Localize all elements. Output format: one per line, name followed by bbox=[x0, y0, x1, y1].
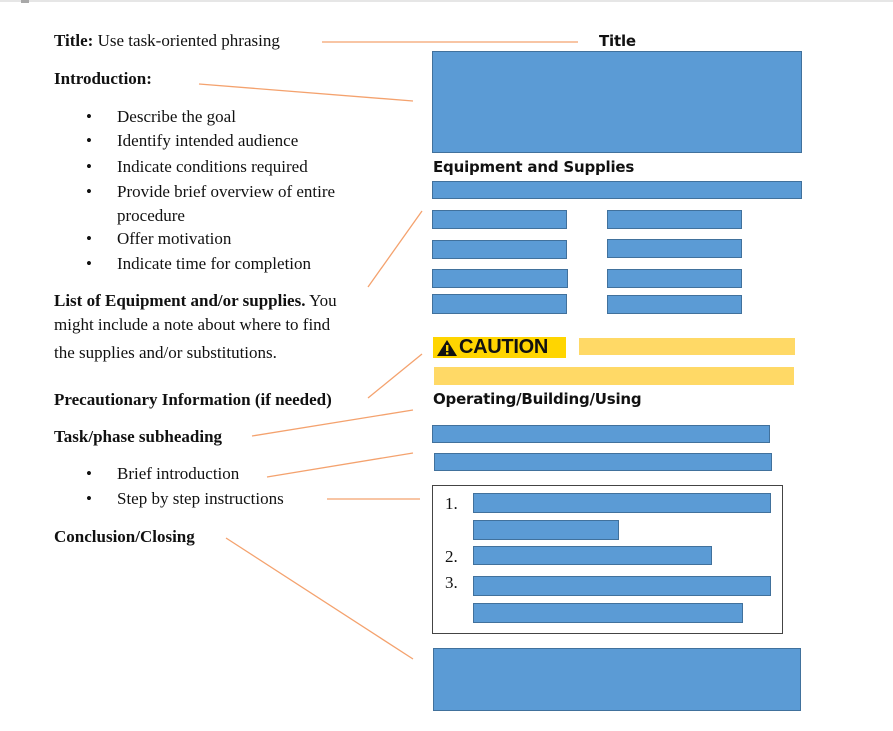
bullet-icon: • bbox=[86, 107, 92, 126]
step-number: 3. bbox=[445, 573, 458, 592]
step-number: 2. bbox=[445, 547, 458, 566]
intro-bullet-item: Offer motivation bbox=[117, 229, 232, 248]
step-number: 1. bbox=[445, 494, 458, 513]
operating-heading: Operating/Building/Using bbox=[433, 390, 642, 408]
bullet-icon: • bbox=[86, 157, 92, 176]
warning-triangle-icon bbox=[437, 339, 457, 356]
equipment-intro-placeholder bbox=[432, 181, 802, 199]
step-placeholder bbox=[473, 546, 712, 565]
caution-text: CAUTION bbox=[459, 336, 549, 358]
bullet-icon: • bbox=[86, 131, 92, 150]
equipment-item-placeholder bbox=[432, 210, 567, 229]
template-title-heading: Title bbox=[599, 32, 636, 50]
step-placeholder bbox=[473, 520, 619, 540]
connector-precaution bbox=[367, 353, 423, 399]
title-label: Title: bbox=[54, 31, 94, 50]
equipment-annotation: List of Equipment and/or supplies. You bbox=[54, 291, 337, 311]
ruler-marker bbox=[21, 0, 29, 3]
connector-task bbox=[251, 409, 414, 437]
intro-bullet-item: Provide brief overview of entire bbox=[117, 182, 336, 201]
equipment-item-placeholder bbox=[432, 240, 567, 259]
equipment-item-placeholder bbox=[432, 269, 568, 288]
caution-label-box: CAUTION bbox=[433, 336, 566, 358]
equipment-item-placeholder bbox=[607, 295, 742, 314]
steps-box bbox=[432, 485, 783, 634]
window-top-edge bbox=[0, 0, 893, 2]
bullet-icon: • bbox=[86, 464, 92, 483]
equipment-text-line: the supplies and/or substitutions. bbox=[54, 343, 277, 362]
title-description: Use task-oriented phrasing bbox=[93, 31, 280, 50]
intro-bullet-item: Identify intended audience bbox=[117, 131, 299, 150]
task-label: Task/phase subheading bbox=[54, 427, 223, 446]
equipment-text: You bbox=[305, 291, 337, 310]
caution-text-placeholder bbox=[434, 367, 794, 385]
step-placeholder bbox=[473, 493, 771, 513]
conclusion-placeholder bbox=[433, 648, 801, 711]
introduction-label: Introduction: bbox=[54, 69, 152, 88]
intro-bullet-item-continued: procedure bbox=[117, 206, 185, 225]
connector-introduction bbox=[198, 83, 414, 102]
task-intro-placeholder bbox=[432, 425, 770, 443]
intro-bullet-item: Describe the goal bbox=[117, 107, 236, 126]
bullet-icon: • bbox=[86, 254, 92, 273]
introduction-placeholder bbox=[432, 51, 802, 153]
bullet-icon: • bbox=[86, 182, 92, 201]
bullet-icon: • bbox=[86, 229, 92, 248]
connector-conclusion bbox=[225, 537, 414, 660]
bullet-icon: • bbox=[86, 489, 92, 508]
intro-bullet-item: Indicate time for completion bbox=[117, 254, 312, 273]
caution-text-placeholder bbox=[579, 338, 795, 355]
precaution-label: Precautionary Information (if needed) bbox=[54, 390, 332, 409]
equipment-item-placeholder bbox=[607, 210, 742, 229]
equipment-item-placeholder bbox=[607, 239, 742, 258]
equipment-label: List of Equipment and/or supplies. bbox=[54, 291, 306, 310]
task-bullet-item: Brief introduction bbox=[117, 464, 240, 483]
title-annotation: Title: Use task-oriented phrasing bbox=[54, 31, 280, 51]
equipment-item-placeholder bbox=[432, 294, 567, 314]
connector-equipment bbox=[367, 210, 423, 288]
connector-brief-intro bbox=[266, 452, 414, 478]
task-bullet-item: Step by step instructions bbox=[117, 489, 284, 508]
equipment-heading: Equipment and Supplies bbox=[433, 158, 635, 176]
task-intro-placeholder bbox=[434, 453, 772, 471]
step-placeholder bbox=[473, 603, 743, 623]
conclusion-label: Conclusion/Closing bbox=[54, 527, 195, 546]
equipment-text-line: might include a note about where to find bbox=[54, 315, 331, 334]
equipment-item-placeholder bbox=[607, 269, 742, 288]
step-placeholder bbox=[473, 576, 771, 596]
intro-bullet-item: Indicate conditions required bbox=[117, 157, 308, 176]
